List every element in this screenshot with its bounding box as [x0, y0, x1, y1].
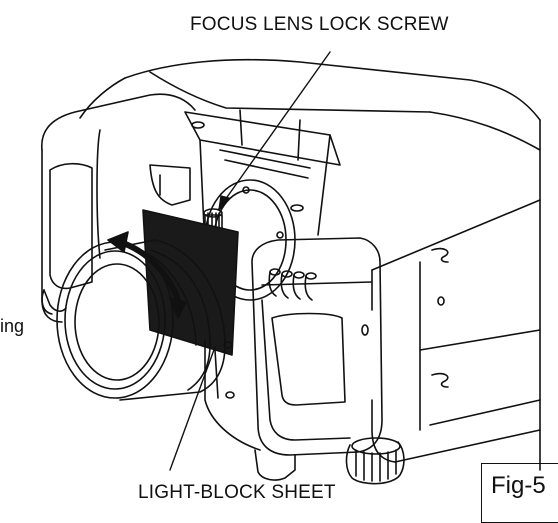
side-vents [431, 247, 449, 388]
projector-base [204, 339, 296, 481]
figure-id-label: Fig-5 [491, 472, 546, 499]
lens-cap-detail [43, 289, 67, 312]
adjuster-foot [41, 289, 405, 485]
front-cover-right [251, 237, 383, 456]
leader-lines [169, 51, 331, 471]
sheet-leader [169, 346, 216, 471]
projector-illustration [41, 51, 541, 485]
light-block-sheet-label: LIGHT-BLOCK SHEET [138, 482, 336, 503]
focus-lens-lock-screw-label: FOCUS LENS LOCK SCREW [190, 14, 449, 35]
focus-screw-leader [224, 51, 331, 201]
projector-body [79, 58, 541, 471]
focus-ring-label-partial: ing [0, 316, 25, 336]
projector-diagram [41, 51, 541, 485]
lens-compartment [149, 109, 341, 251]
light-block-sheet [142, 209, 239, 356]
rotation-arrow [107, 231, 187, 319]
